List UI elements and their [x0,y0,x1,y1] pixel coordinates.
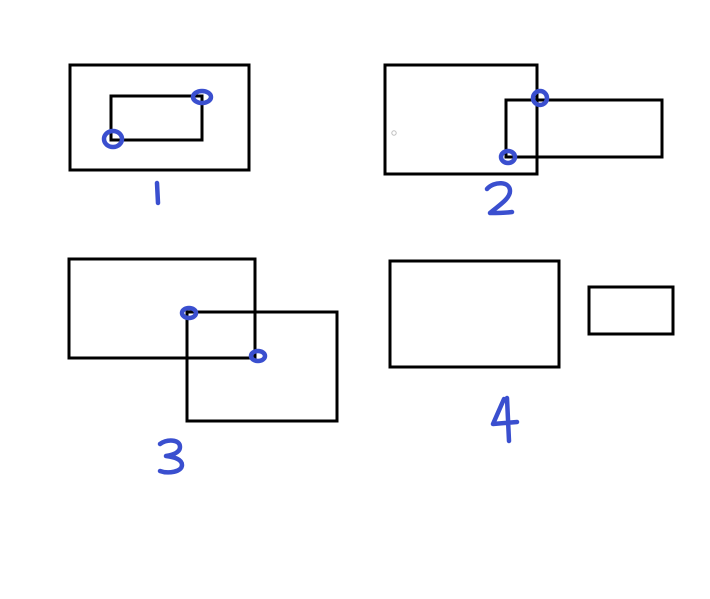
case-1-inner-rectangle [109,94,204,142]
case-4-group: 4 [388,259,675,444]
case-2-right-rectangle [504,98,664,159]
case-1-corner-marker-bottom-left [101,128,125,150]
case-3-upper-rectangle [67,257,257,360]
case-3-intersection-marker-top [179,305,199,321]
case-2-handwritten-numeral [484,181,515,216]
case-3-group: 3 [67,257,339,475]
case-4-small-rectangle [587,285,675,336]
case-2-intersection-marker-bottom [498,148,518,166]
case-2-left-rectangle [383,63,539,176]
case-4-large-rectangle [388,259,561,369]
case-3-handwritten-numeral [157,438,185,475]
case-2-intersection-marker-top [530,88,550,108]
case-2-faint-dot [391,130,397,136]
case-1-outer-rectangle [68,63,251,172]
case-1-handwritten-numeral [154,180,161,206]
case-3-lower-rectangle [185,310,339,423]
case-3-intersection-marker-bottom [248,348,268,364]
case-2-group: 2 [383,63,664,216]
case-1-group: 1 [68,63,251,206]
case-1-corner-marker-top-right [190,88,214,106]
case-4-handwritten-numeral [490,395,520,444]
